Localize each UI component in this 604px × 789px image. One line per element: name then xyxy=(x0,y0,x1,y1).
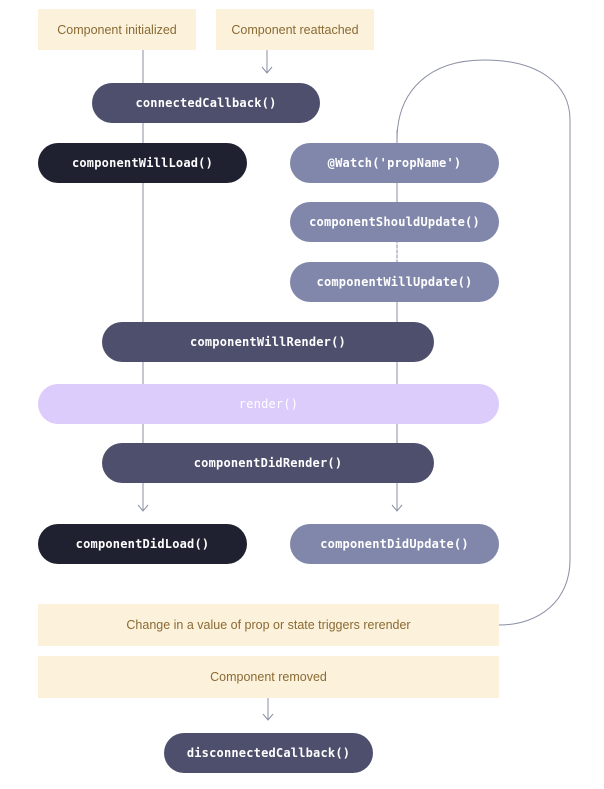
component-will-render-node: componentWillRender() xyxy=(102,322,434,362)
watch-prop-node: @Watch('propName') xyxy=(290,143,499,183)
component-did-render-node: componentDidRender() xyxy=(102,443,434,483)
component-will-load-node: componentWillLoad() xyxy=(38,143,247,183)
component-will-update-node: componentWillUpdate() xyxy=(290,262,499,302)
arrow-to-connected-callback xyxy=(261,66,273,74)
component-should-update-node: componentShouldUpdate() xyxy=(290,202,499,242)
render-node: render() xyxy=(38,384,499,424)
arrow-to-did-update xyxy=(391,504,403,512)
arrow-to-disconnected xyxy=(262,713,274,721)
component-did-load-node: componentDidLoad() xyxy=(38,524,247,564)
change-triggers-rerender-note: Change in a value of prop or state trigg… xyxy=(38,604,499,646)
component-reattached-note: Component reattached xyxy=(216,9,374,50)
arrow-to-did-load xyxy=(137,504,149,512)
rerender-loop-line xyxy=(396,59,571,626)
component-removed-note: Component removed xyxy=(38,656,499,698)
component-did-update-node: componentDidUpdate() xyxy=(290,524,499,564)
disconnected-callback-node: disconnectedCallback() xyxy=(164,733,373,773)
component-initialized-note: Component initialized xyxy=(38,9,196,50)
connected-callback-node: connectedCallback() xyxy=(92,83,320,123)
